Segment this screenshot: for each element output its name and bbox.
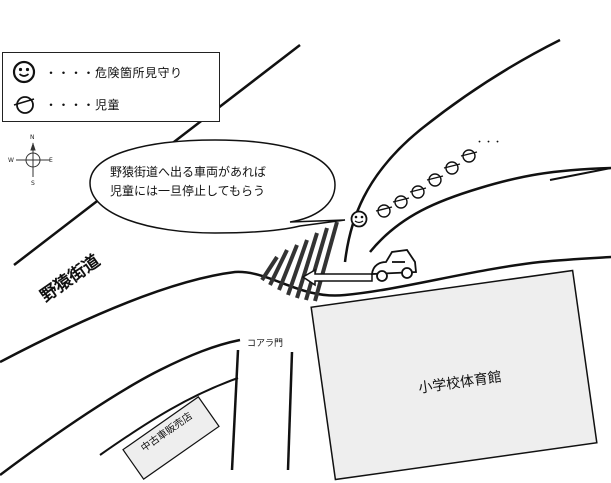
- main-road-lower-edge: [0, 255, 611, 364]
- speech-bubble-text: 野猿街道へ出る車両があれば 児童には一旦停止してもらう: [110, 163, 310, 201]
- child-marker-icon: [409, 185, 427, 199]
- child-marker-icon: [392, 195, 410, 209]
- compass-icon: [16, 142, 50, 177]
- legend-row-child: ・・・・児童: [11, 91, 120, 117]
- child-marker-icon: [443, 161, 461, 175]
- child-marker-group: ・・・: [375, 138, 502, 218]
- smiley-face-icon: [12, 60, 36, 84]
- crosswalk-icon: [260, 221, 339, 302]
- child-marker-icon: [375, 204, 393, 218]
- gate-label: コアラ門: [247, 339, 284, 349]
- side-road-left-edge: [343, 38, 561, 263]
- legend-child-label: ・・・・児童: [45, 97, 121, 112]
- car-icon: [370, 249, 417, 282]
- gate-post-right: [286, 351, 294, 471]
- speech-bubble-line1: 野猿街道へ出る車両があれば: [110, 165, 267, 179]
- gate-post-left: [230, 349, 240, 471]
- child-marker-icon: [460, 149, 478, 163]
- child-marker-icon: [426, 173, 444, 187]
- lower-road-edge: [0, 338, 241, 477]
- side-road-right-edge: [369, 166, 611, 253]
- speech-bubble-shape: [89, 139, 346, 234]
- smiley-face-icon: [350, 210, 368, 228]
- shop-building: [122, 396, 220, 480]
- compass-north: N: [30, 134, 35, 141]
- child-marker-ellipsis: ・・・: [475, 138, 502, 148]
- legend-row-watcher: ・・・・危険箇所見守り: [11, 59, 183, 85]
- child-marker-icon: [13, 96, 35, 114]
- left-arrow-icon: [301, 268, 373, 287]
- lower-road-upper: [99, 377, 239, 456]
- compass-east: E: [49, 157, 53, 164]
- legend-box: ・・・・危険箇所見守り ・・・・児童: [2, 52, 220, 122]
- gym-building: [310, 269, 598, 481]
- compass-south: S: [31, 180, 35, 187]
- compass-west: W: [8, 157, 14, 164]
- right-road-edge: [549, 167, 611, 181]
- speech-bubble-line2: 児童には一旦停止してもらう: [110, 184, 266, 198]
- legend-watcher-label: ・・・・危険箇所見守り: [45, 65, 183, 80]
